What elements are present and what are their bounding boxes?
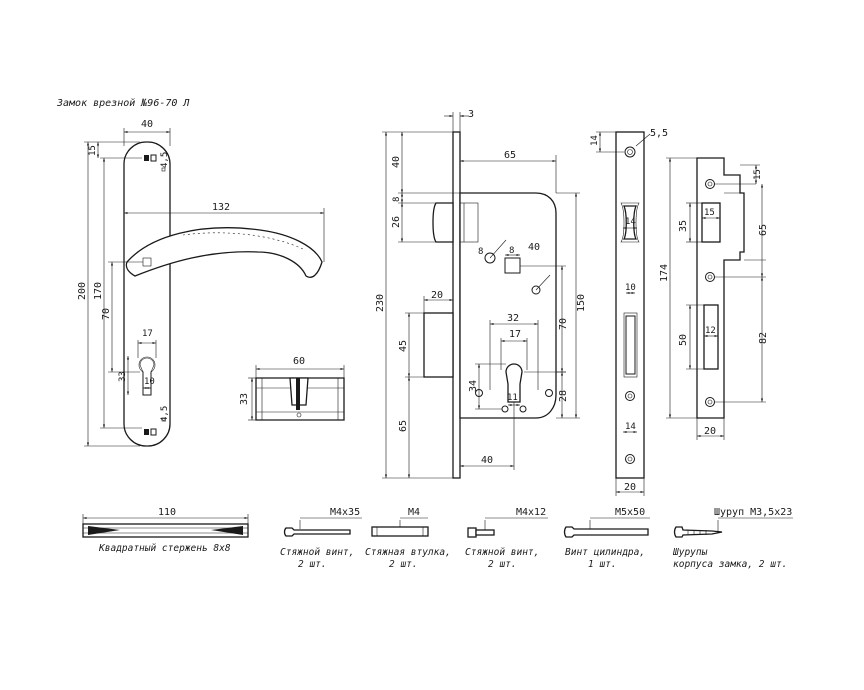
dim-strike-latch-pos: 65 bbox=[758, 224, 769, 236]
dim-handle-length: 132 bbox=[212, 202, 230, 213]
dim-hole-1: 8 bbox=[478, 247, 483, 257]
spec-m4x12: М4х12 bbox=[516, 507, 546, 518]
dim-faceplate-top: 14 bbox=[590, 135, 600, 146]
dim-spindle-length: 110 bbox=[158, 507, 176, 518]
spec-m5x50: М5х50 bbox=[615, 507, 645, 518]
caption-m4x12-1: Стяжной винт, bbox=[465, 547, 539, 558]
caption-wood-screw-1: Шурупы bbox=[672, 547, 708, 558]
faceplate-dimensions: 14 5,5 14 10 14 20 bbox=[590, 128, 668, 496]
dim-screw-bottom: 4,5 bbox=[160, 406, 170, 422]
dim-faceplate-width: 20 bbox=[624, 482, 636, 493]
spec-wood-screw: Шуруп М3,5х23 bbox=[714, 507, 792, 518]
caption-m4x12-2: 2 шт. bbox=[488, 559, 517, 570]
dim-faceplate-thickness: 3 bbox=[468, 109, 474, 120]
dim-spindle-to-cyl: 70 bbox=[558, 318, 569, 330]
lock-body-dimensions: 3 65 230 40 8 26 20 45 65 8 8 bbox=[375, 109, 587, 479]
dim-cylinder-height: 33 bbox=[239, 393, 250, 405]
caption-m4x35-1: Стяжной винт, bbox=[280, 547, 354, 558]
dim-cyl-width-body: 17 bbox=[509, 329, 521, 340]
dim-handle-height: 200 bbox=[77, 282, 88, 300]
handle-dimensions: 40 132 200 15 170 70 17 33 10 4,5 bbox=[77, 119, 325, 447]
dim-backset: 40 bbox=[481, 455, 493, 466]
dim-faceplate-latch: 14 bbox=[625, 217, 636, 227]
caption-spindle: Квадратный стержень 8х8 bbox=[98, 543, 231, 554]
bushing-m4: М4 Стяжная втулка, 2 шт. bbox=[365, 507, 451, 570]
caption-m5x50-2: 1 шт. bbox=[588, 559, 617, 570]
dim-deadbolt-height: 45 bbox=[398, 340, 409, 352]
dim-lock-total: 230 bbox=[375, 294, 386, 312]
dim-handle-width: 40 bbox=[141, 119, 153, 130]
dim-cylinder-length: 60 bbox=[293, 356, 305, 367]
dim-hole-2: 8 bbox=[509, 246, 514, 256]
screw-m4x12: М4х12 Стяжной винт, 2 шт. bbox=[465, 507, 548, 570]
dim-screw-spacing: 170 bbox=[93, 282, 104, 300]
dim-cyl-hole-body: 11 bbox=[507, 393, 518, 403]
lock-faceplate bbox=[615, 131, 645, 479]
dim-faceplate-lower: 14 bbox=[625, 422, 636, 432]
dim-cyl-width: 17 bbox=[142, 329, 153, 339]
square-spindle: 110 Квадратный стержень 8х8 bbox=[82, 507, 249, 554]
dim-strike-bolt-pos: 82 bbox=[758, 332, 769, 344]
dim-lock-depth: 65 bbox=[504, 150, 516, 161]
strike-plate bbox=[696, 157, 745, 419]
dim-latch-offset: 8 bbox=[392, 197, 402, 202]
dim-lock-bottom: 65 bbox=[398, 420, 409, 432]
dim-cyl-bottom: 28 bbox=[558, 390, 569, 402]
caption-wood-screw-2: корпуса замка, 2 шт. bbox=[673, 559, 787, 570]
dim-cyl-spacing: 32 bbox=[507, 313, 519, 324]
strike-dimensions: 15 15 35 65 174 50 12 82 20 bbox=[659, 157, 769, 440]
spec-m4: М4 bbox=[408, 507, 420, 518]
wood-screw: Шуруп М3,5х23 Шурупы корпуса замка, 2 шт… bbox=[672, 507, 793, 570]
caption-m4-2: 2 шт. bbox=[389, 559, 418, 570]
dim-cyl-hole: 10 bbox=[144, 377, 155, 387]
dim-strike-total: 174 bbox=[659, 264, 670, 282]
caption-m4x35-2: 2 шт. bbox=[298, 559, 327, 570]
lock-cylinder: 60 33 bbox=[239, 356, 345, 421]
dim-latch-top: 40 bbox=[391, 156, 402, 168]
dim-faceplate-deadbolt: 10 bbox=[625, 283, 636, 293]
dim-strike-latch-h: 35 bbox=[678, 220, 689, 232]
screw-m4x35: М4х35 Стяжной винт, 2 шт. bbox=[280, 507, 362, 570]
dim-spindle-cylinder: 70 bbox=[101, 308, 112, 320]
dim-cyl-offset: 33 bbox=[118, 371, 128, 382]
dim-strike-latch-w: 15 bbox=[704, 208, 715, 218]
door-handle bbox=[123, 141, 323, 447]
dim-faceplate-hole: 5,5 bbox=[650, 128, 668, 139]
dim-latch-height: 26 bbox=[391, 216, 402, 228]
dim-body-height: 150 bbox=[576, 294, 587, 312]
screw-m5x50: М5х50 Винт цилиндра, 1 шт. bbox=[563, 507, 650, 570]
dim-handle-top-offset: 15 bbox=[88, 145, 98, 156]
drawing-title: Замок врезной №96-70 Л bbox=[56, 97, 190, 109]
dim-deadbolt-width: 20 bbox=[431, 290, 443, 301]
dim-screw-top: 4,5 bbox=[160, 152, 170, 168]
spec-m4x35: М4х35 bbox=[330, 507, 360, 518]
caption-m4-1: Стяжная втулка, bbox=[365, 547, 451, 558]
dim-strike-bolt-h: 50 bbox=[678, 334, 689, 346]
dim-angle: 40 bbox=[528, 242, 540, 253]
dim-strike-width: 20 bbox=[704, 426, 716, 437]
dim-strike-bolt-w: 12 bbox=[705, 326, 716, 336]
caption-m5x50-1: Винт цилиндра, bbox=[565, 547, 645, 558]
lock-body bbox=[423, 131, 557, 479]
dim-strike-top: 15 bbox=[753, 169, 763, 180]
dim-cyl-height-body: 34 bbox=[468, 380, 479, 392]
